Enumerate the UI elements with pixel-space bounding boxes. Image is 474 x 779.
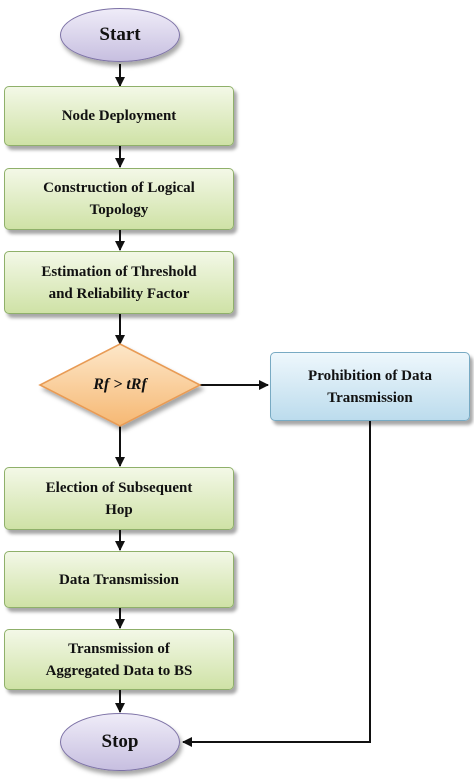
node-deployment-box: Node Deployment xyxy=(4,86,234,146)
node-deployment-label: Node Deployment xyxy=(61,108,177,124)
start-terminal: Start xyxy=(60,8,180,62)
arrow-prohibition-to-stop xyxy=(182,421,371,747)
stop-terminal: Stop xyxy=(60,713,180,771)
election-label: Election of Subsequent Hop xyxy=(45,479,193,518)
data-transmission-box: Data Transmission xyxy=(4,551,234,608)
stop-label: Stop xyxy=(101,731,139,752)
aggregated-transmission-box: Transmission of Aggregated Data to BS xyxy=(4,629,234,690)
decision-condition-label: Rf > tRf xyxy=(93,376,147,393)
threshold-estimation-box: Estimation of Threshold and Reliability … xyxy=(4,251,234,314)
data-transmission-label: Data Transmission xyxy=(59,571,179,588)
decision-diamond xyxy=(38,343,202,427)
election-box: Election of Subsequent Hop xyxy=(4,467,234,530)
aggregated-transmission-label: Transmission of Aggregated Data to BS xyxy=(45,640,193,679)
prohibition-label: Prohibition of Data Transmission xyxy=(308,367,432,406)
logical-topology-label: Construction of Logical Topology xyxy=(43,180,195,218)
start-label: Start xyxy=(99,24,141,45)
prohibition-box: Prohibition of Data Transmission xyxy=(270,352,470,421)
logical-topology-box: Construction of Logical Topology xyxy=(4,168,234,230)
threshold-estimation-label: Estimation of Threshold and Reliability … xyxy=(41,263,197,302)
